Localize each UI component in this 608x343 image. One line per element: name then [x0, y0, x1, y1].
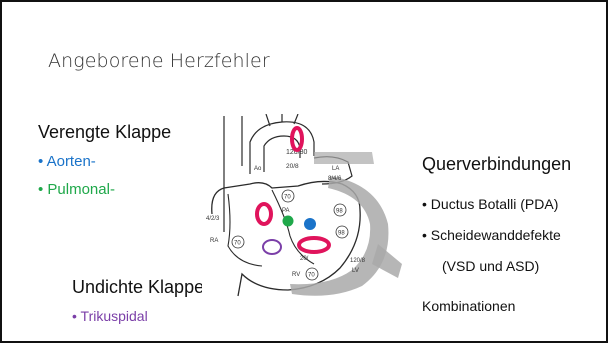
heading-undichte-klappe: Undichte Klappe [72, 277, 204, 298]
label-8-4-6: 8/4/6 [328, 176, 342, 182]
bullet-aorten: • Aorten- [38, 153, 96, 170]
bullet-trikuspidal: • Trikuspidal [72, 308, 148, 324]
heading-verengte-klappe: Verengte Klappe [38, 122, 171, 143]
label-120-8: 120/8 [350, 258, 366, 264]
sat-value-lv: 98 [338, 231, 345, 237]
label-20: 20/ [300, 256, 309, 262]
heading-querverbindungen: Querverbindungen [422, 154, 571, 175]
bullet-vsd-asd: (VSD und ASD) [442, 258, 539, 274]
label-4-2-3: 4/2/3 [206, 216, 220, 222]
label-20-8: 20/8 [286, 163, 299, 170]
sat-value-la: 98 [336, 209, 343, 215]
bullet-scheidewanddefekte: • Scheidewanddefekte [422, 227, 561, 243]
sat-value-pa: 70 [284, 195, 291, 201]
shunt-band-top [314, 152, 374, 164]
heart-diagram: 120/80 Ao 20/8 LA 8/4/6 PA 4/2/3 RA RV L… [202, 114, 407, 302]
pulmonary-valve-marker [283, 216, 294, 227]
kombinationen-label: Kombinationen [422, 298, 515, 314]
label-pa: PA [282, 208, 290, 214]
label-la: LA [332, 166, 339, 172]
sat-value-ra: 70 [234, 241, 241, 247]
aortic-valve-marker [304, 218, 316, 230]
label-lv: LV [352, 268, 359, 274]
label-rv: RV [292, 272, 300, 278]
slide-title: Angeborene Herzfehler [48, 50, 270, 72]
label-ra: RA [210, 238, 218, 244]
sat-value-rv: 70 [308, 273, 315, 279]
bullet-ductus-botalli: • Ductus Botalli (PDA) [422, 196, 558, 212]
bullet-pulmonal: • Pulmonal- [38, 181, 115, 198]
label-ao: Ao [254, 166, 262, 172]
